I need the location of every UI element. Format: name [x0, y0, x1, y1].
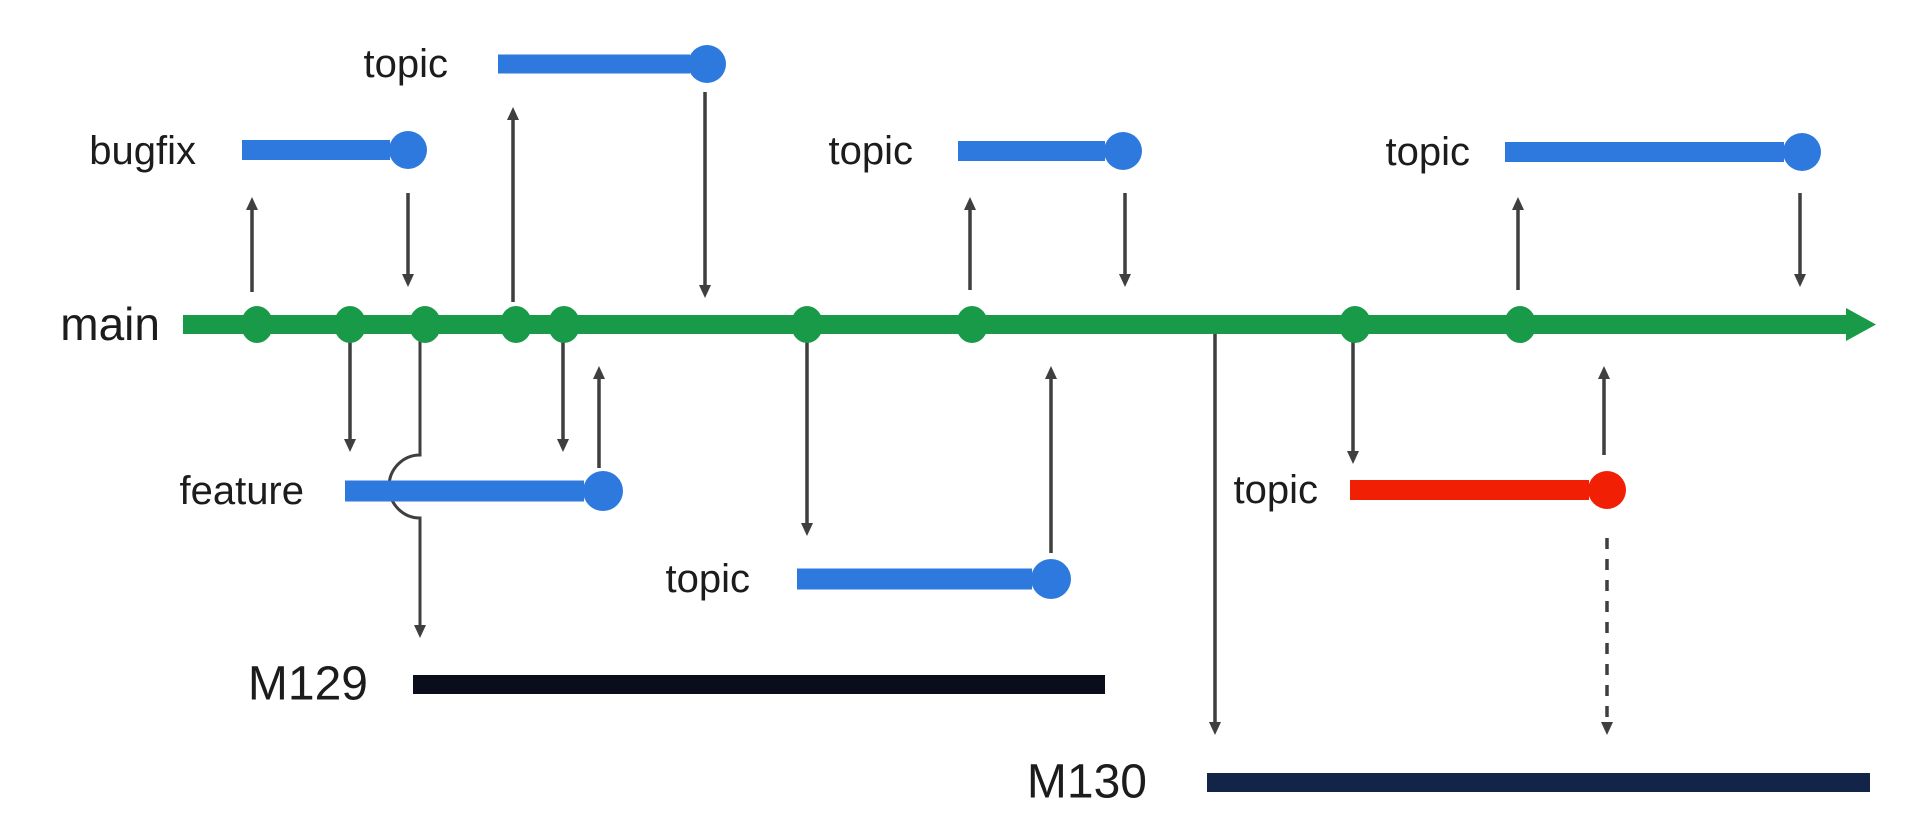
- merge-topic-4-to-main: [1045, 366, 1057, 553]
- main-branch: [183, 306, 1876, 343]
- branch-main-to-topic-5: [1347, 340, 1359, 464]
- branch-head-dot: [583, 471, 623, 511]
- merge-bugfix-to-main: [402, 193, 414, 287]
- branch-topic-4: [797, 559, 1071, 599]
- arrowhead-down-icon: [1601, 722, 1613, 735]
- merge-topic-2-to-main: [1119, 193, 1131, 287]
- arrowhead-down-icon: [699, 285, 711, 298]
- branch-main-to-topic-3: [1512, 197, 1524, 290]
- branch-head-dot: [389, 131, 427, 169]
- commit-dot: [791, 306, 823, 343]
- arrowhead-up-icon: [1045, 366, 1057, 379]
- branch-bar: [345, 480, 584, 502]
- branch-head-dot: [1588, 471, 1626, 509]
- branch-label-topic-2: topic: [829, 129, 914, 173]
- commit-dot: [548, 306, 580, 343]
- arrowhead-down-icon: [414, 625, 426, 638]
- branch-bar: [1350, 480, 1589, 500]
- release-bar-m130: [1207, 773, 1870, 792]
- arrowhead-down-icon: [1119, 274, 1131, 287]
- branch-main-to-topic-4: [801, 340, 813, 536]
- branch-label-topic-5: topic: [1234, 468, 1319, 512]
- branch-bar: [958, 141, 1105, 161]
- arrowhead-up-icon: [1598, 366, 1610, 379]
- arrowhead-down-icon: [801, 523, 813, 536]
- merge-topic-1-to-main: [699, 92, 711, 298]
- branch-main-to-feature: [344, 340, 356, 452]
- branch-head-dot: [1783, 133, 1821, 171]
- update-feature-from-main: [557, 340, 569, 452]
- arrowhead-down-icon: [1794, 274, 1806, 287]
- arrows-layer: [246, 92, 1806, 735]
- arrowhead-down-icon: [557, 439, 569, 452]
- branch-main-to-topic-1: [507, 107, 519, 302]
- branch-topic-1: [498, 45, 726, 83]
- commit-dot: [334, 306, 366, 343]
- arrowhead-up-icon: [1512, 197, 1524, 210]
- arrowhead-down-icon: [344, 439, 356, 452]
- release-label-m129: M129: [248, 658, 368, 711]
- release-label-m130: M130: [1027, 756, 1147, 809]
- branch-bar: [1505, 142, 1784, 162]
- main-branch-arrowhead-icon: [1846, 308, 1876, 341]
- branch-topic-5: [1350, 471, 1626, 509]
- branch-topic-2: [958, 132, 1142, 170]
- branch-head-dot: [688, 45, 726, 83]
- branch-label-bugfix: bugfix: [89, 129, 196, 173]
- arrowhead-up-icon: [246, 197, 258, 210]
- releases-layer: [413, 675, 1870, 792]
- branch-topic-3: [1505, 133, 1821, 171]
- branch-head-dot: [1104, 132, 1142, 170]
- arrowhead-up-icon: [593, 366, 605, 379]
- merge-feature-to-main: [593, 366, 605, 468]
- arrowhead-up-icon: [507, 107, 519, 120]
- commit-dot: [956, 306, 988, 343]
- release-bar-m129: [413, 675, 1105, 694]
- arrowhead-up-icon: [964, 197, 976, 210]
- main-branch-label: main: [60, 298, 160, 350]
- branch-main-to-topic-2: [964, 197, 976, 290]
- branch-bar: [498, 54, 690, 74]
- branch-bar: [242, 140, 390, 160]
- arrowhead-down-icon: [1209, 722, 1221, 735]
- branch-bar: [797, 568, 1032, 590]
- merge-topic-3-to-main: [1794, 193, 1806, 287]
- branch-label-feature: feature: [179, 469, 304, 513]
- commit-dot: [409, 306, 441, 343]
- branches-layer: [242, 45, 1821, 599]
- branch-label-topic-3: topic: [1386, 130, 1471, 174]
- commit-dot: [1504, 306, 1536, 343]
- commit-dot: [1339, 306, 1371, 343]
- release-cut-m130: [1209, 334, 1221, 735]
- branch-head-dot: [1031, 559, 1071, 599]
- branch-main-to-bugfix: [246, 197, 258, 292]
- branch-label-topic-1: topic: [364, 42, 449, 86]
- branch-bugfix: [242, 131, 427, 169]
- arrowhead-down-icon: [402, 274, 414, 287]
- branch-feature: [345, 471, 623, 511]
- arrowhead-down-icon: [1347, 451, 1359, 464]
- merge-topic-5-to-main: [1598, 366, 1610, 455]
- commit-dot: [241, 306, 273, 343]
- commit-dot: [500, 306, 532, 343]
- topic-5-to-m130: [1601, 538, 1613, 735]
- branch-label-topic-4: topic: [666, 557, 751, 601]
